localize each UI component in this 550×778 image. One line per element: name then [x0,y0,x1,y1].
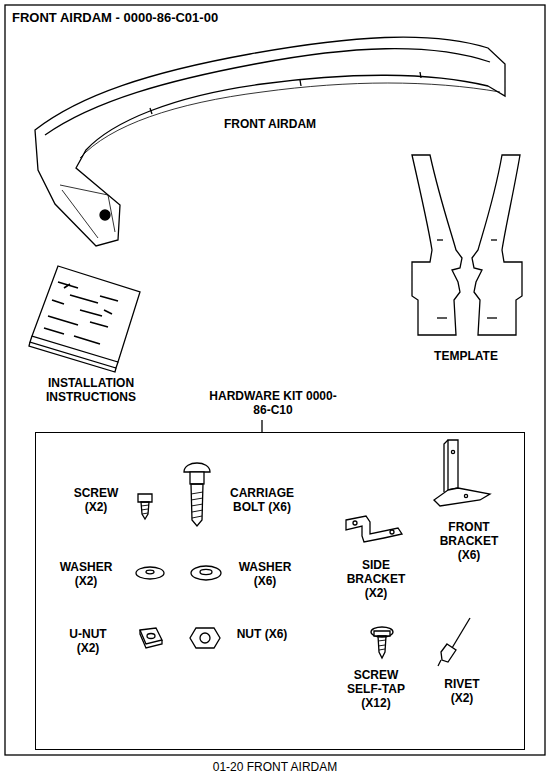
screw-icon [138,494,152,519]
part-name: TEMPLATE [416,349,516,363]
hardware-label: SCREW SELF-TAP (X12) [343,668,409,710]
leader-line [261,420,262,432]
hardware-label: U-NUT (X2) [57,627,119,655]
side-bracket-icon [346,516,402,542]
figure-caption: 01-20 FRONT AIRDAM [213,760,337,774]
rivet-icon [438,618,470,666]
nut-icon [190,628,220,648]
part-name: FRONT AIRDAM [205,117,335,131]
page-frame [5,5,545,755]
hardware-label: WASHER (X2) [55,560,117,588]
hardware-label: RIVET (X2) [434,677,490,705]
front-bracket-icon [434,440,490,506]
hardware-label: NUT (X6) [231,627,293,641]
instructions-booklet [29,266,140,372]
template-drawing [412,155,522,335]
self-tap-screw-icon [371,627,393,658]
washer-icon [136,567,164,579]
hardware-label: SCREW (X2) [68,486,124,514]
u-nut-icon [140,628,162,648]
hardware-label: WASHER (X6) [234,560,296,588]
hardware-label: CARRIAGE BOLT (X6) [217,486,307,514]
carriage-bolt-icon [184,463,210,526]
washer-icon [191,566,221,580]
hardware-label: FRONT BRACKET (X6) [430,520,508,562]
part-name: INSTALLATION INSTRUCTIONS [26,376,156,404]
kit-heading: HARDWARE KIT 0000-86-C10 [203,389,343,417]
diagram-title: FRONT AIRDAM - 0000-86-C01-00 [12,11,218,25]
hardware-label: SIDE BRACKET (X2) [340,558,412,600]
